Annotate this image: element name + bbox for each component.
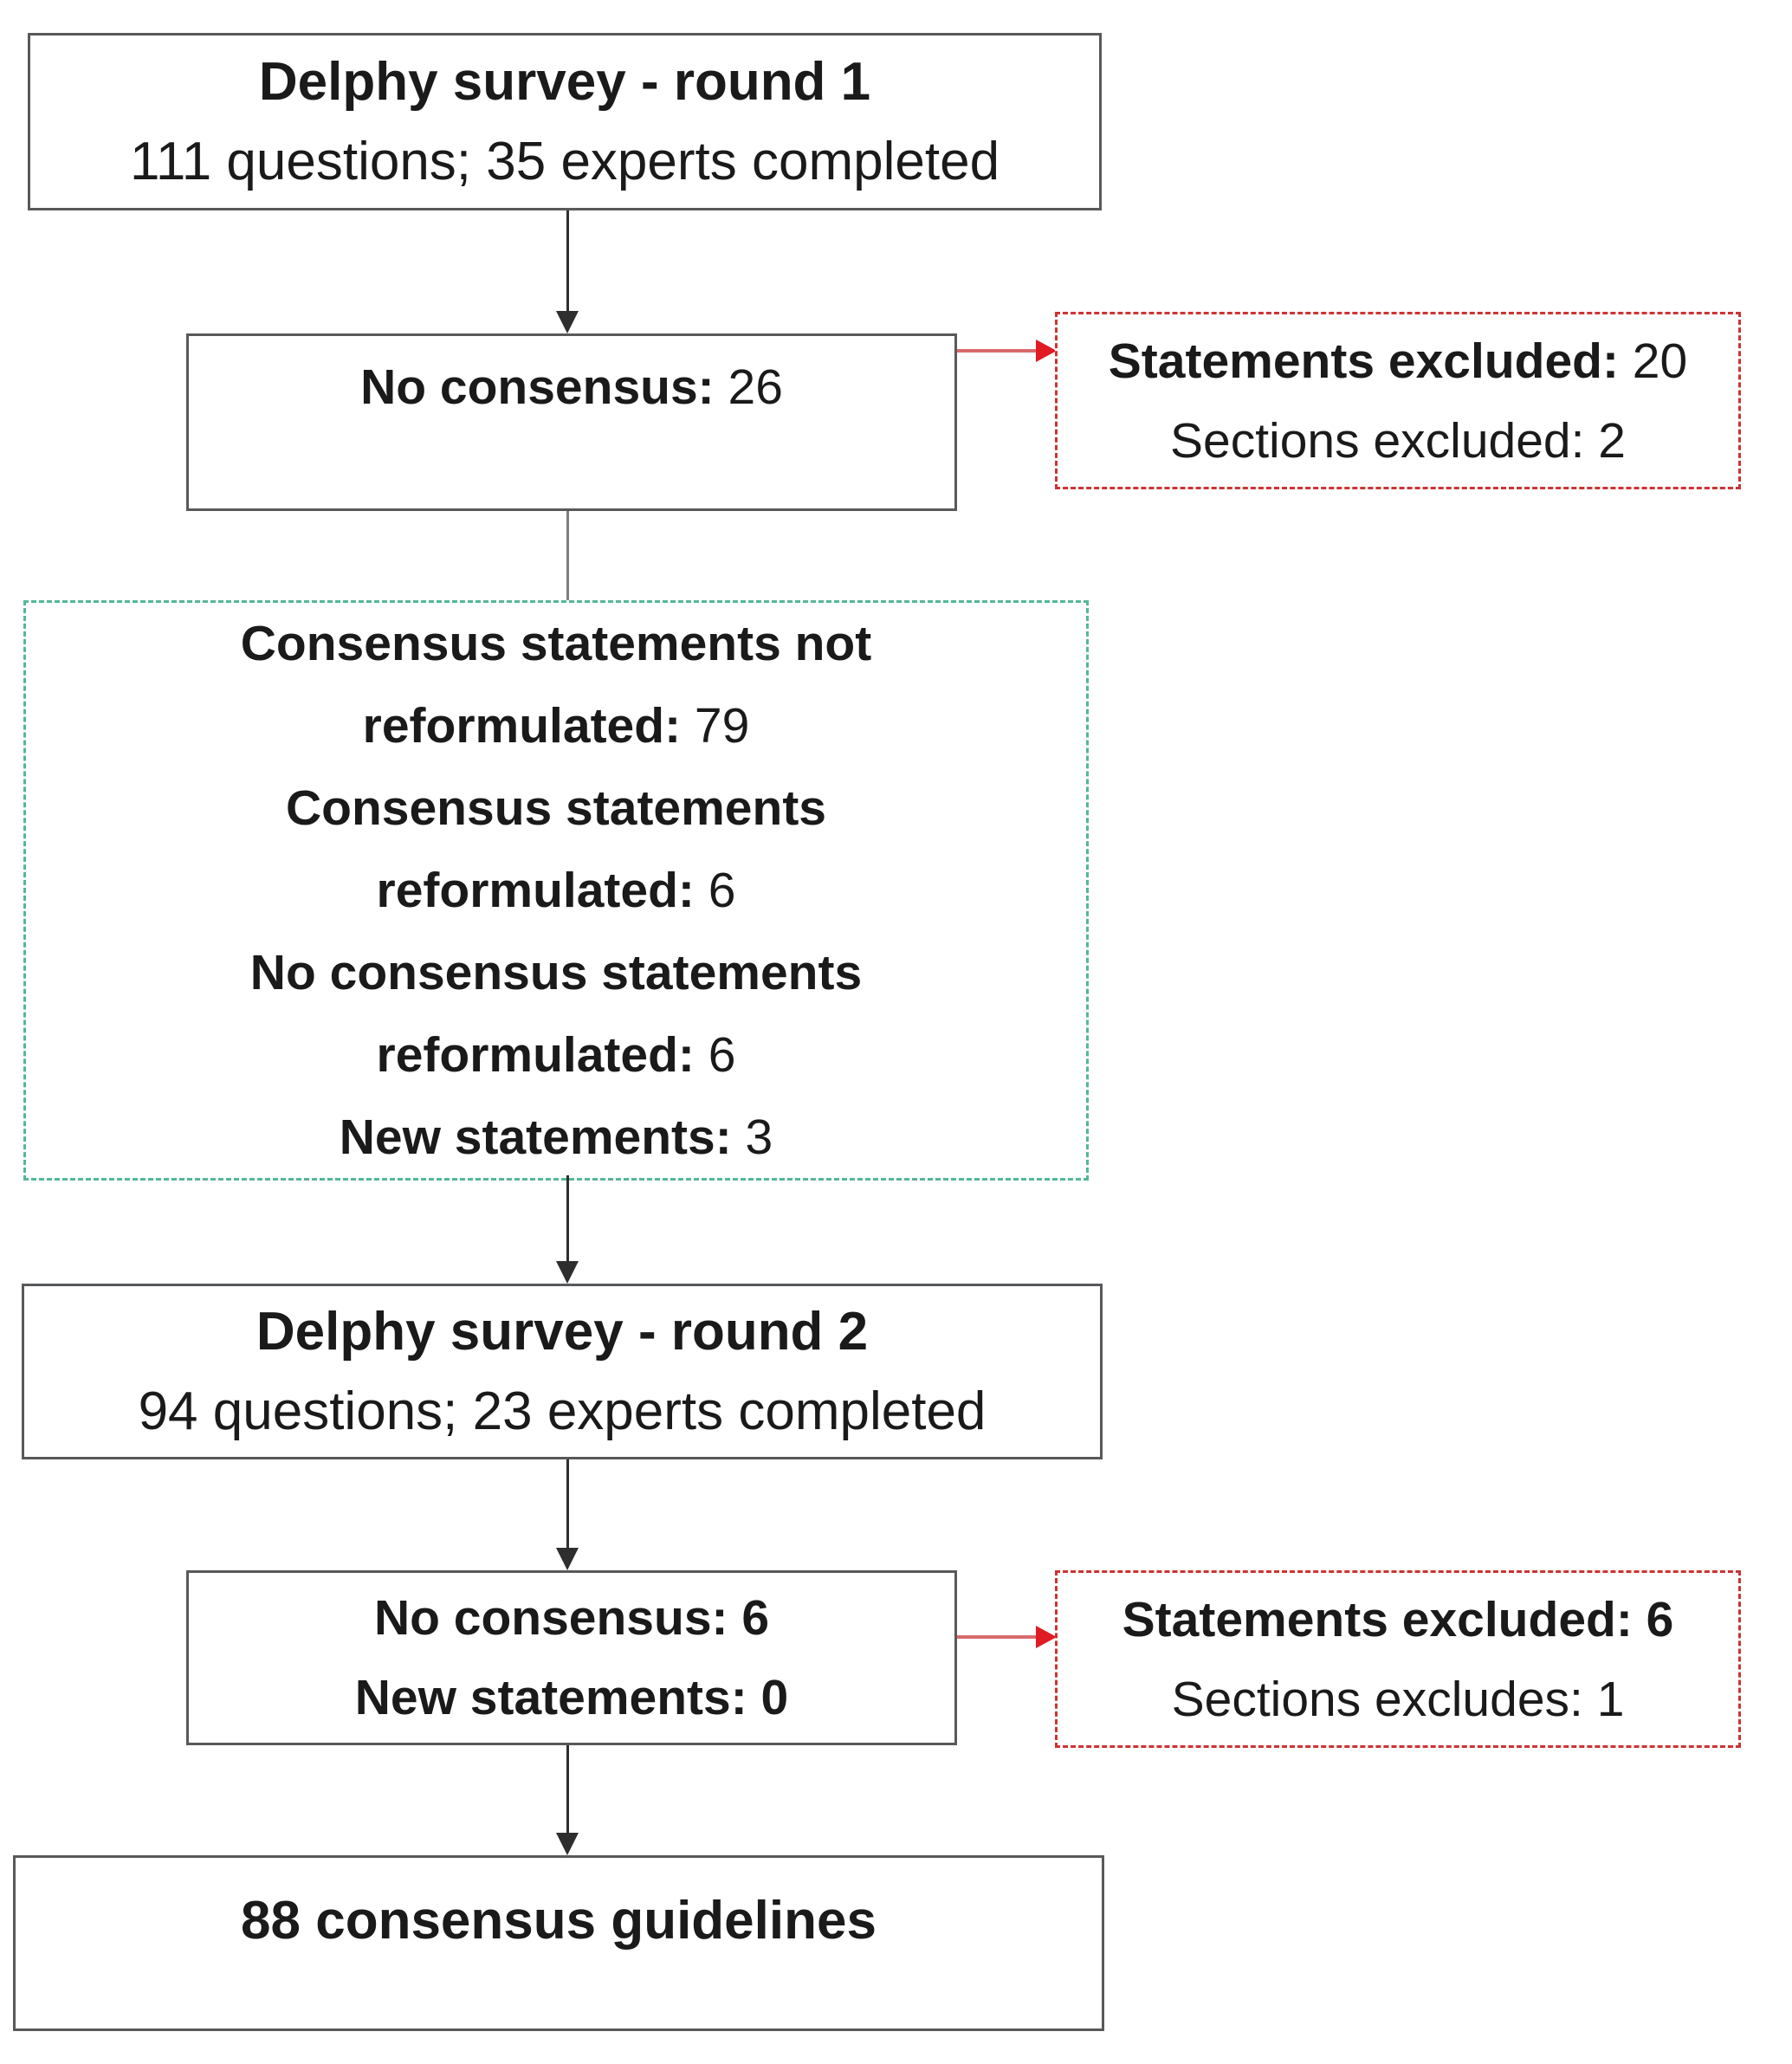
reformulation-line: reformulated: 6 xyxy=(377,1014,736,1097)
reformulation-line: Consensus statements not xyxy=(241,603,871,685)
result-title: 88 consensus guidelines xyxy=(241,1891,877,1951)
arrow-shaft xyxy=(566,1175,569,1261)
reformulation-value: 79 xyxy=(681,697,750,754)
no-consensus-1-line: No consensus: 26 xyxy=(189,360,954,414)
arrow-shaft xyxy=(566,210,569,311)
reformulation-value: 3 xyxy=(731,1109,773,1165)
reformulation-value: 6 xyxy=(694,862,736,918)
reformulation-label: No consensus statements xyxy=(249,944,863,1000)
reformulation-label: reformulated: xyxy=(362,697,682,754)
no-consensus-1-label: No consensus: xyxy=(360,359,715,415)
no-consensus-1-value: 26 xyxy=(714,359,783,415)
reformulation-label: reformulated: xyxy=(376,1026,695,1083)
arrow-head xyxy=(556,311,579,333)
arrow-shaft xyxy=(566,1459,569,1548)
reformulation-label: Consensus statements xyxy=(285,780,827,836)
no-consensus-2-line1: No consensus: 6 xyxy=(373,1590,770,1646)
round2-box: Delphy survey - round 2 94 questions; 23… xyxy=(22,1284,1103,1459)
reformulation-label: New statements: xyxy=(339,1109,732,1165)
excluded-1-line1: Statements excluded: 20 xyxy=(1109,321,1687,401)
round2-subtitle: 94 questions; 23 experts completed xyxy=(138,1381,987,1441)
reformulation-label: Consensus statements not xyxy=(240,615,872,671)
reformulation-label: reformulated: xyxy=(376,862,695,918)
no-consensus-2-box: No consensus: 6 New statements: 0 xyxy=(186,1570,957,1745)
excluded-2-line1: Statements excluded: 6 xyxy=(1122,1591,1674,1647)
round1-title: Delphy survey - round 1 xyxy=(258,51,871,112)
round1-box: Delphy survey - round 1 111 questions; 3… xyxy=(28,33,1102,210)
right-red-arrow-icon xyxy=(957,340,1057,362)
excluded-1-line1-value: 20 xyxy=(1618,333,1688,389)
arrow-shaft xyxy=(957,1635,1036,1639)
down-arrow-icon xyxy=(554,1745,580,1855)
no-consensus-1-box: No consensus: 26 xyxy=(186,333,957,511)
round1-subtitle: 111 questions; 35 experts completed xyxy=(129,131,1000,191)
reformulation-box: Consensus statements not reformulated: 7… xyxy=(23,600,1089,1181)
arrow-shaft xyxy=(957,349,1036,353)
reformulation-line: New statements: 3 xyxy=(340,1097,773,1179)
round2-title: Delphy survey - round 2 xyxy=(256,1301,869,1362)
down-arrow-icon xyxy=(554,210,580,333)
excluded-2-box: Statements excluded: 6 Sections excludes… xyxy=(1055,1570,1741,1748)
excluded-1-line2: Sections excluded: 2 xyxy=(1170,412,1626,469)
arrow-head xyxy=(556,1261,579,1284)
arrow-shaft xyxy=(566,1745,569,1833)
arrow-head xyxy=(1036,1626,1057,1648)
reformulation-line: Consensus statements xyxy=(286,767,826,850)
excluded-1-line1-label: Statements excluded: xyxy=(1108,333,1619,389)
down-arrow-icon xyxy=(554,1175,580,1284)
excluded-1-box: Statements excluded: 20 Sections exclude… xyxy=(1055,312,1741,489)
reformulation-line: No consensus statements xyxy=(250,932,862,1014)
excluded-2-line2: Sections excludes: 1 xyxy=(1171,1671,1625,1727)
arrow-head xyxy=(556,1833,579,1855)
result-box: 88 consensus guidelines xyxy=(13,1855,1104,2031)
reformulation-line: reformulated: 79 xyxy=(363,685,750,767)
reformulation-value: 6 xyxy=(694,1026,736,1083)
arrow-head xyxy=(1036,340,1057,362)
connector-line xyxy=(566,511,569,600)
reformulation-line: reformulated: 6 xyxy=(377,850,736,932)
arrow-head xyxy=(556,1548,579,1570)
down-arrow-icon xyxy=(554,1459,580,1570)
right-red-arrow-icon xyxy=(957,1626,1057,1648)
no-consensus-2-line2: New statements: 0 xyxy=(354,1670,789,1725)
